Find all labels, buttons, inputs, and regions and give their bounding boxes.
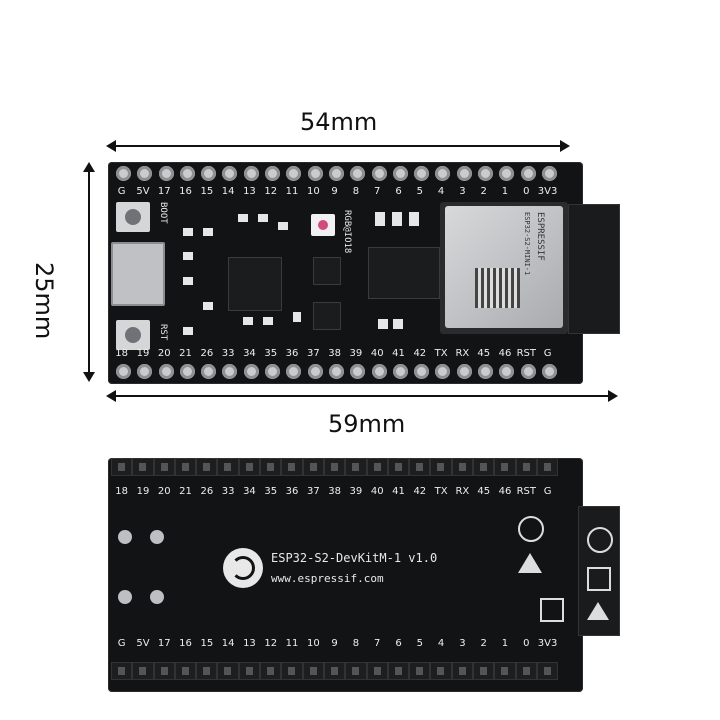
cert-mark-icon	[518, 516, 544, 542]
rst-label: RST	[158, 324, 168, 341]
esd-warning-icon	[518, 553, 542, 573]
module-brand: ESPRESSIF	[535, 212, 545, 261]
usb-connector	[111, 242, 165, 306]
module-antenna-back	[578, 506, 620, 636]
usb-solder-pad	[118, 530, 132, 544]
top-width-label: 54mm	[300, 108, 378, 136]
rst-button	[116, 320, 150, 350]
usb-bridge-chip	[228, 257, 282, 311]
board-name: ESP32-S2-DevKitM-1 v1.0	[271, 551, 438, 565]
bottom-width-label: 59mm	[328, 410, 406, 438]
esp32-module: ESPRESSIF ESP32-S2-MINI-1	[440, 202, 568, 334]
module-model: ESP32-S2-MINI-1	[523, 212, 531, 276]
boot-label: BOOT	[158, 202, 168, 224]
usb-solder-pad	[150, 590, 164, 604]
website: www.espressif.com	[271, 572, 384, 585]
back-bottom-header	[111, 662, 559, 680]
module-qr-code	[475, 268, 520, 308]
height-label: 25mm	[30, 262, 58, 340]
boot-button	[116, 202, 150, 232]
module-shield: ESPRESSIF ESP32-S2-MINI-1	[445, 206, 563, 328]
rgb-label: RGB@IO18	[342, 210, 352, 254]
module-antenna	[568, 204, 620, 334]
back-top-header	[111, 458, 559, 476]
height-arrow	[83, 162, 95, 382]
transistor-2	[313, 302, 341, 330]
usb-solder-pad	[150, 530, 164, 544]
espressif-logo-icon	[223, 548, 263, 588]
front-top-pin-holes	[116, 166, 563, 181]
transistor-1	[313, 257, 341, 285]
usb-solder-pad	[118, 590, 132, 604]
bottom-width-arrow	[106, 390, 618, 402]
voltage-regulator	[368, 247, 440, 299]
rgb-led	[311, 214, 335, 236]
front-bottom-pin-holes	[116, 364, 563, 379]
weee-icon	[540, 598, 564, 622]
top-width-arrow	[106, 140, 570, 152]
